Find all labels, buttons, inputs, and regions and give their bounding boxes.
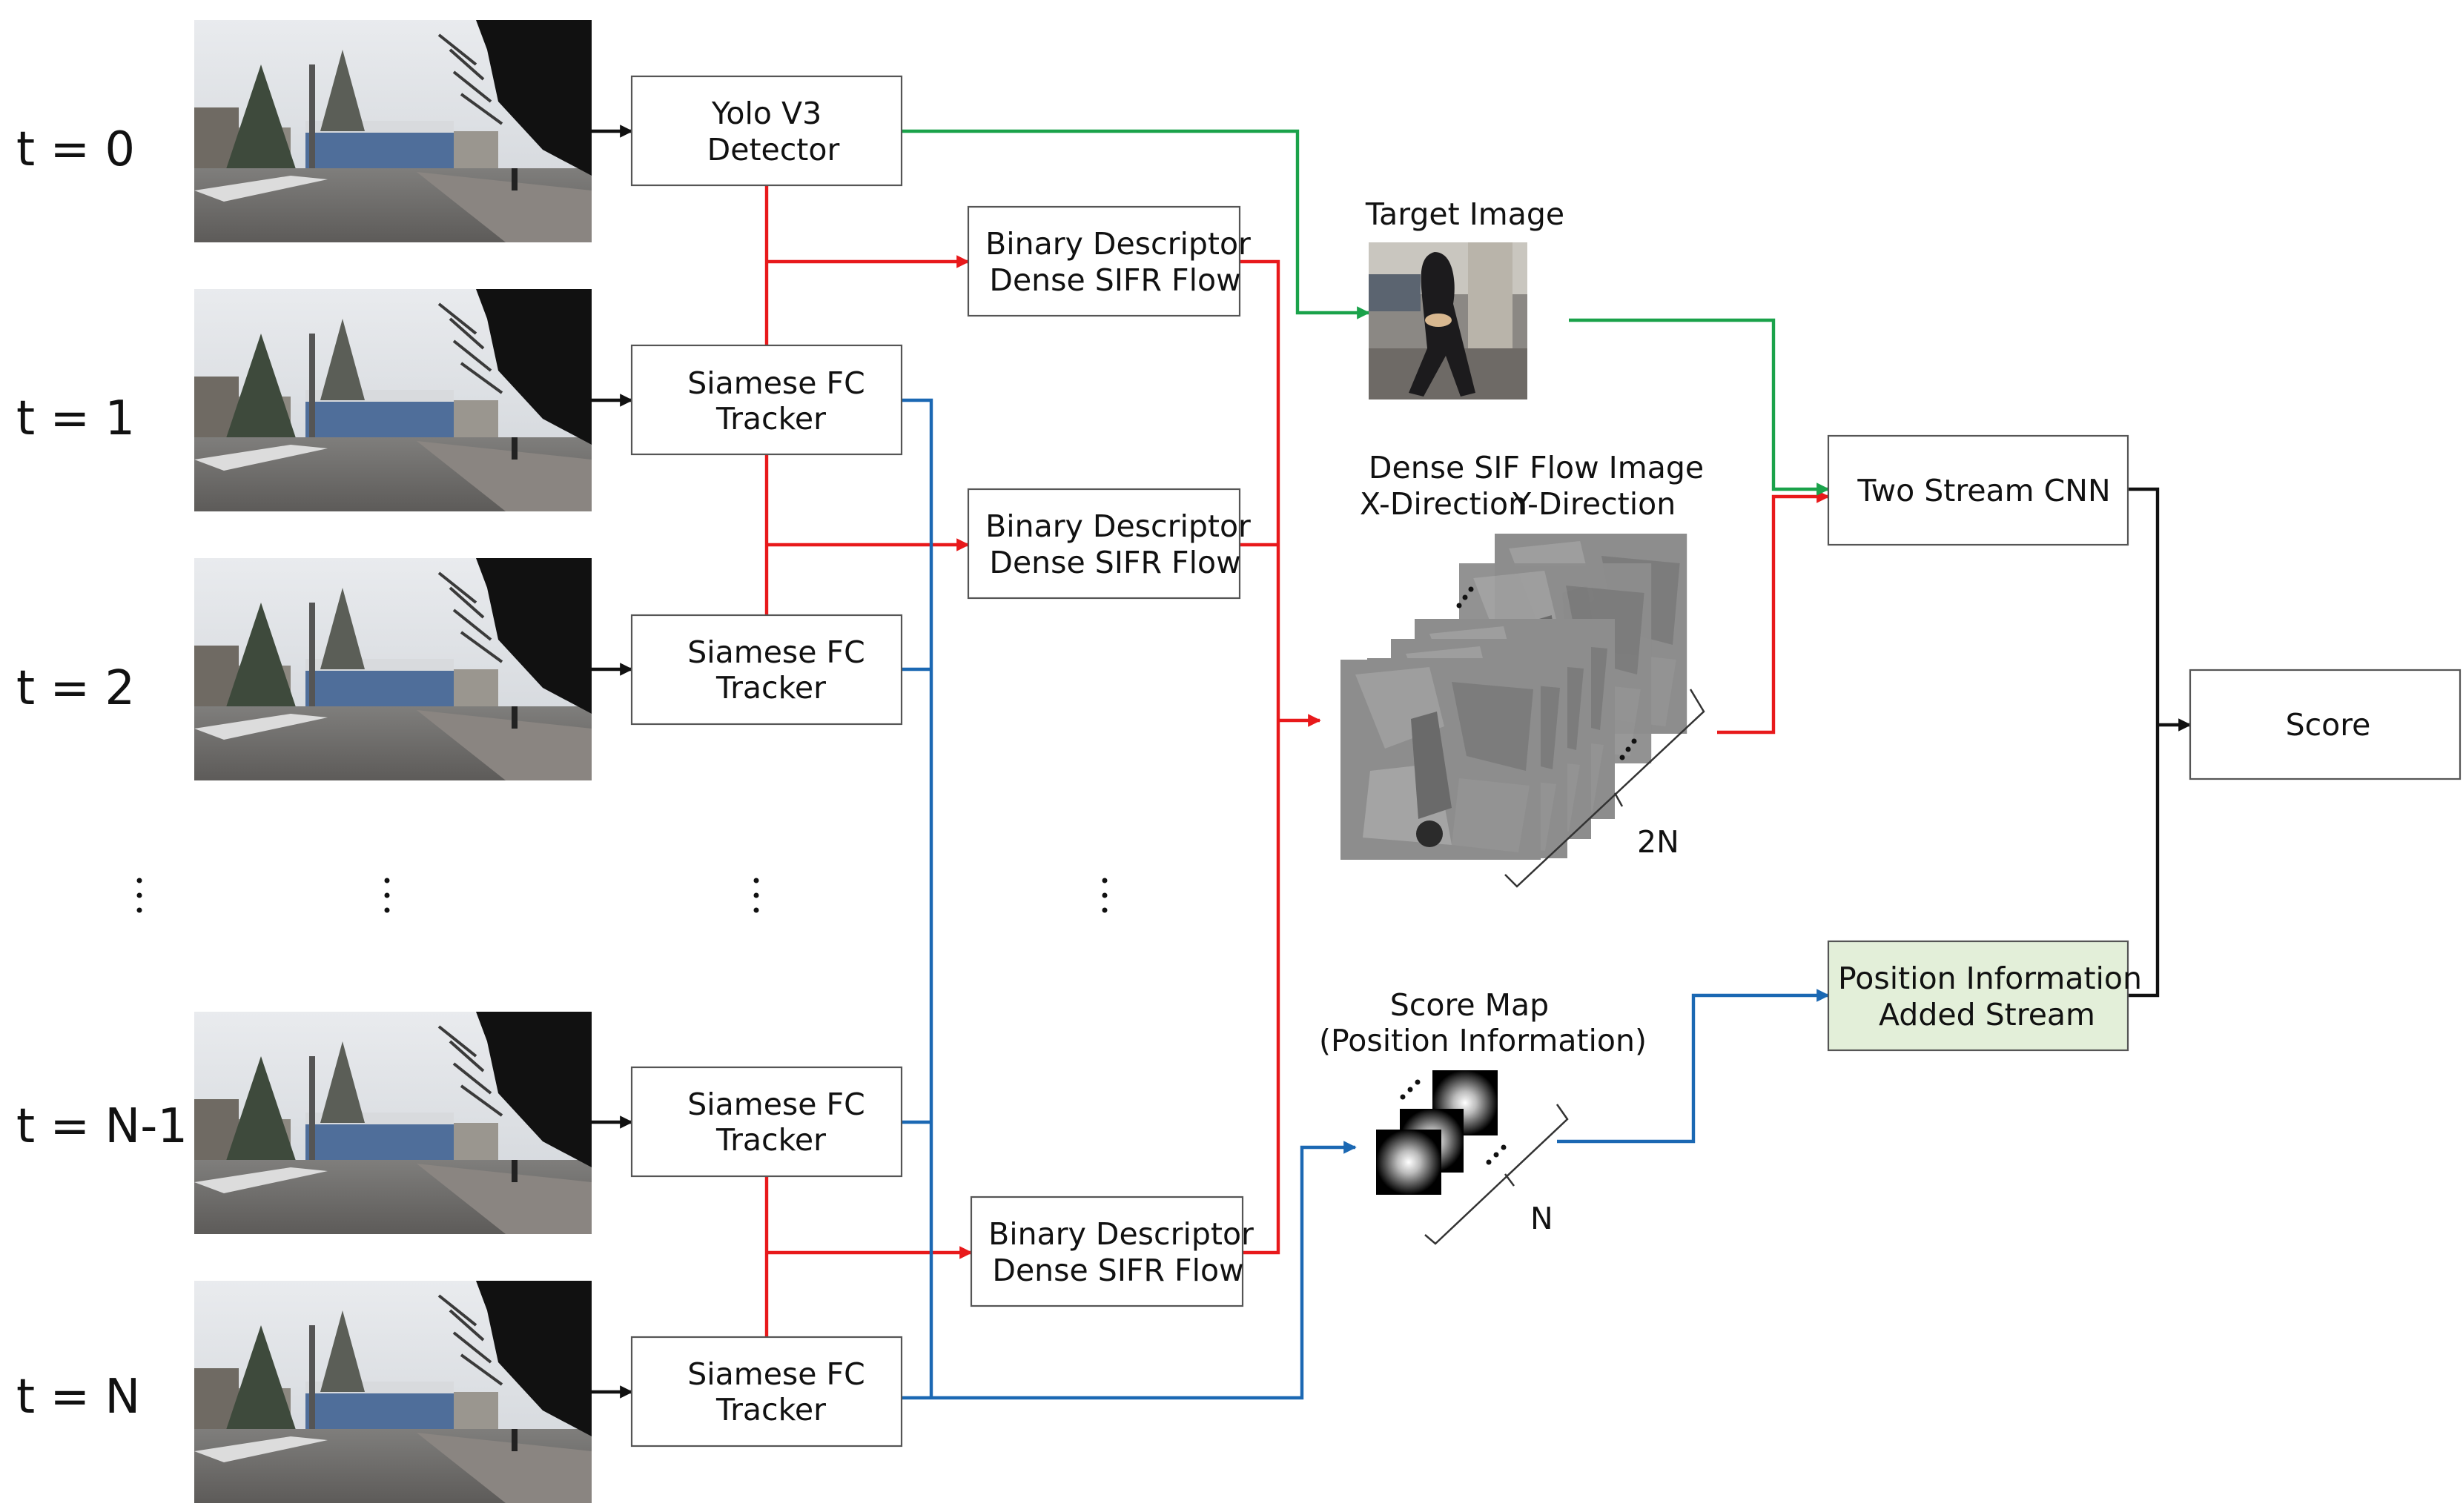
flow-image-label-line1: Dense SIF Flow Image xyxy=(1369,450,1704,485)
green-target-wires xyxy=(902,129,1830,496)
target-image-crop xyxy=(1369,242,1527,399)
tracker-label-line1: Siamese FC xyxy=(687,1087,865,1122)
descriptor-label-line1: Binary Descriptor xyxy=(985,226,1251,262)
tracker-label-line1: Siamese FC xyxy=(687,1356,865,1392)
two-stream-cnn-label: Two Stream CNN xyxy=(1857,473,2110,508)
blue-score-wires xyxy=(902,398,1830,1400)
two-stream-cnn-box: Two Stream CNN xyxy=(1827,434,2129,546)
frame-image-t2 xyxy=(193,557,593,782)
time-label-n-minus-1: t = N-1 xyxy=(16,1099,188,1154)
ellipsis-dots xyxy=(136,878,1108,913)
tracker-label-line2: Tracker xyxy=(715,670,826,706)
descriptor-label-line2: Dense SIFR Flow xyxy=(989,262,1240,298)
position-stream-box: Position Information Added Stream xyxy=(1827,940,2142,1052)
time-label-2: t = 2 xyxy=(16,661,135,716)
binary-descriptor-box-1: Binary Descriptor Dense SIFR Flow xyxy=(967,205,1251,317)
score-box: Score xyxy=(2189,669,2462,780)
descriptor-label-line1: Binary Descriptor xyxy=(985,508,1251,544)
flow-image-label-x: X-Direction xyxy=(1360,486,1527,522)
score-map-label-line2: (Position Information) xyxy=(1319,1023,1647,1058)
detector-label-line1: Yolo V3 xyxy=(711,96,821,131)
position-stream-label-line2: Added Stream xyxy=(1879,997,2095,1032)
tracker-label-line2: Tracker xyxy=(715,1392,826,1428)
dense-flow-stack xyxy=(1340,534,1705,888)
score-map-count: N xyxy=(1530,1201,1553,1236)
siamese-tracker-box-t2: Siamese FC Tracker xyxy=(630,614,903,726)
descriptor-label-line2: Dense SIFR Flow xyxy=(989,545,1240,580)
tracker-label-line2: Tracker xyxy=(715,401,826,437)
time-label-1: t = 1 xyxy=(16,391,135,446)
descriptor-label-line1: Binary Descriptor xyxy=(988,1216,1254,1252)
tracker-label-line2: Tracker xyxy=(715,1122,826,1158)
siamese-tracker-box-t1: Siamese FC Tracker xyxy=(630,344,903,456)
frame-image-tn1 xyxy=(193,1010,593,1236)
binary-descriptor-box-3: Binary Descriptor Dense SIFR Flow xyxy=(970,1196,1254,1307)
detector-label-line2: Detector xyxy=(707,132,840,168)
time-label-n: t = N xyxy=(16,1370,140,1425)
target-image-label: Target Image xyxy=(1365,196,1564,232)
flow-stack-count: 2N xyxy=(1637,824,1679,860)
score-map-stack xyxy=(1376,1070,1569,1245)
score-map-label-line1: Score Map xyxy=(1390,987,1549,1023)
yolo-detector-box: Yolo V3 Detector xyxy=(630,75,903,187)
tracker-label-line1: Siamese FC xyxy=(687,634,865,670)
flow-image-label-y: Y-Direction xyxy=(1512,486,1676,522)
time-label-0: t = 0 xyxy=(16,122,135,177)
tracker-label-line1: Siamese FC xyxy=(687,365,865,401)
position-stream-label-line1: Position Information xyxy=(1838,961,2142,996)
siamese-tracker-box-tn: Siamese FC Tracker xyxy=(630,1336,903,1448)
score-label: Score xyxy=(2286,707,2371,743)
binary-descriptor-box-2: Binary Descriptor Dense SIFR Flow xyxy=(967,488,1251,600)
red-flow-wires xyxy=(764,185,1830,1337)
frame-image-t1 xyxy=(193,288,593,513)
siamese-tracker-box-tn1: Siamese FC Tracker xyxy=(630,1066,903,1178)
merge-wires xyxy=(2128,487,2192,998)
frame-image-t0 xyxy=(193,19,593,244)
frame-image-tn xyxy=(193,1279,593,1505)
descriptor-label-line2: Dense SIFR Flow xyxy=(992,1253,1243,1288)
